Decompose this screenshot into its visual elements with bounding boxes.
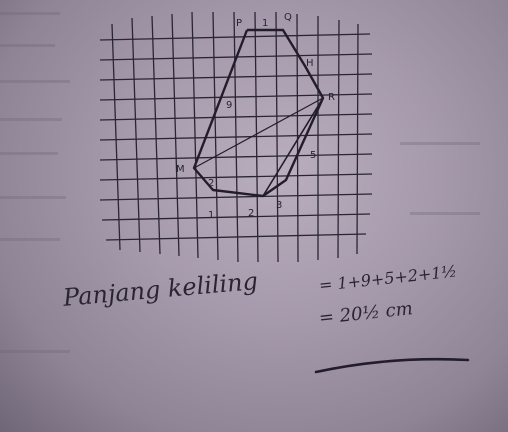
bleed-through-text [0, 44, 55, 47]
side-label-bottom-a: 1 [208, 210, 215, 221]
point-label-r: R [328, 92, 335, 103]
bleed-through-text [0, 152, 58, 155]
bleed-through-text [0, 118, 62, 121]
point-label-h: H [306, 58, 314, 69]
bleed-through-text [0, 238, 60, 241]
point-label-q: Q [284, 12, 292, 23]
side-label-bottom-c: 3 [276, 200, 283, 211]
bleed-through-text [400, 142, 480, 145]
side-label-right-diag: 5 [310, 150, 317, 161]
side-label-bottom-b: 2 [248, 208, 255, 219]
point-label-p: P [236, 18, 243, 29]
bleed-through-text [0, 12, 60, 15]
bleed-through-text [0, 80, 70, 83]
side-label-left-small: 2 [208, 178, 215, 189]
polygon-outline [192, 28, 325, 198]
side-label-top: 1 [262, 18, 269, 29]
bleed-through-text [0, 350, 70, 353]
bleed-through-text [410, 212, 480, 215]
side-label-left-long: 9 [226, 100, 233, 111]
bleed-through-text [0, 196, 66, 199]
point-label-m: M [176, 164, 185, 175]
